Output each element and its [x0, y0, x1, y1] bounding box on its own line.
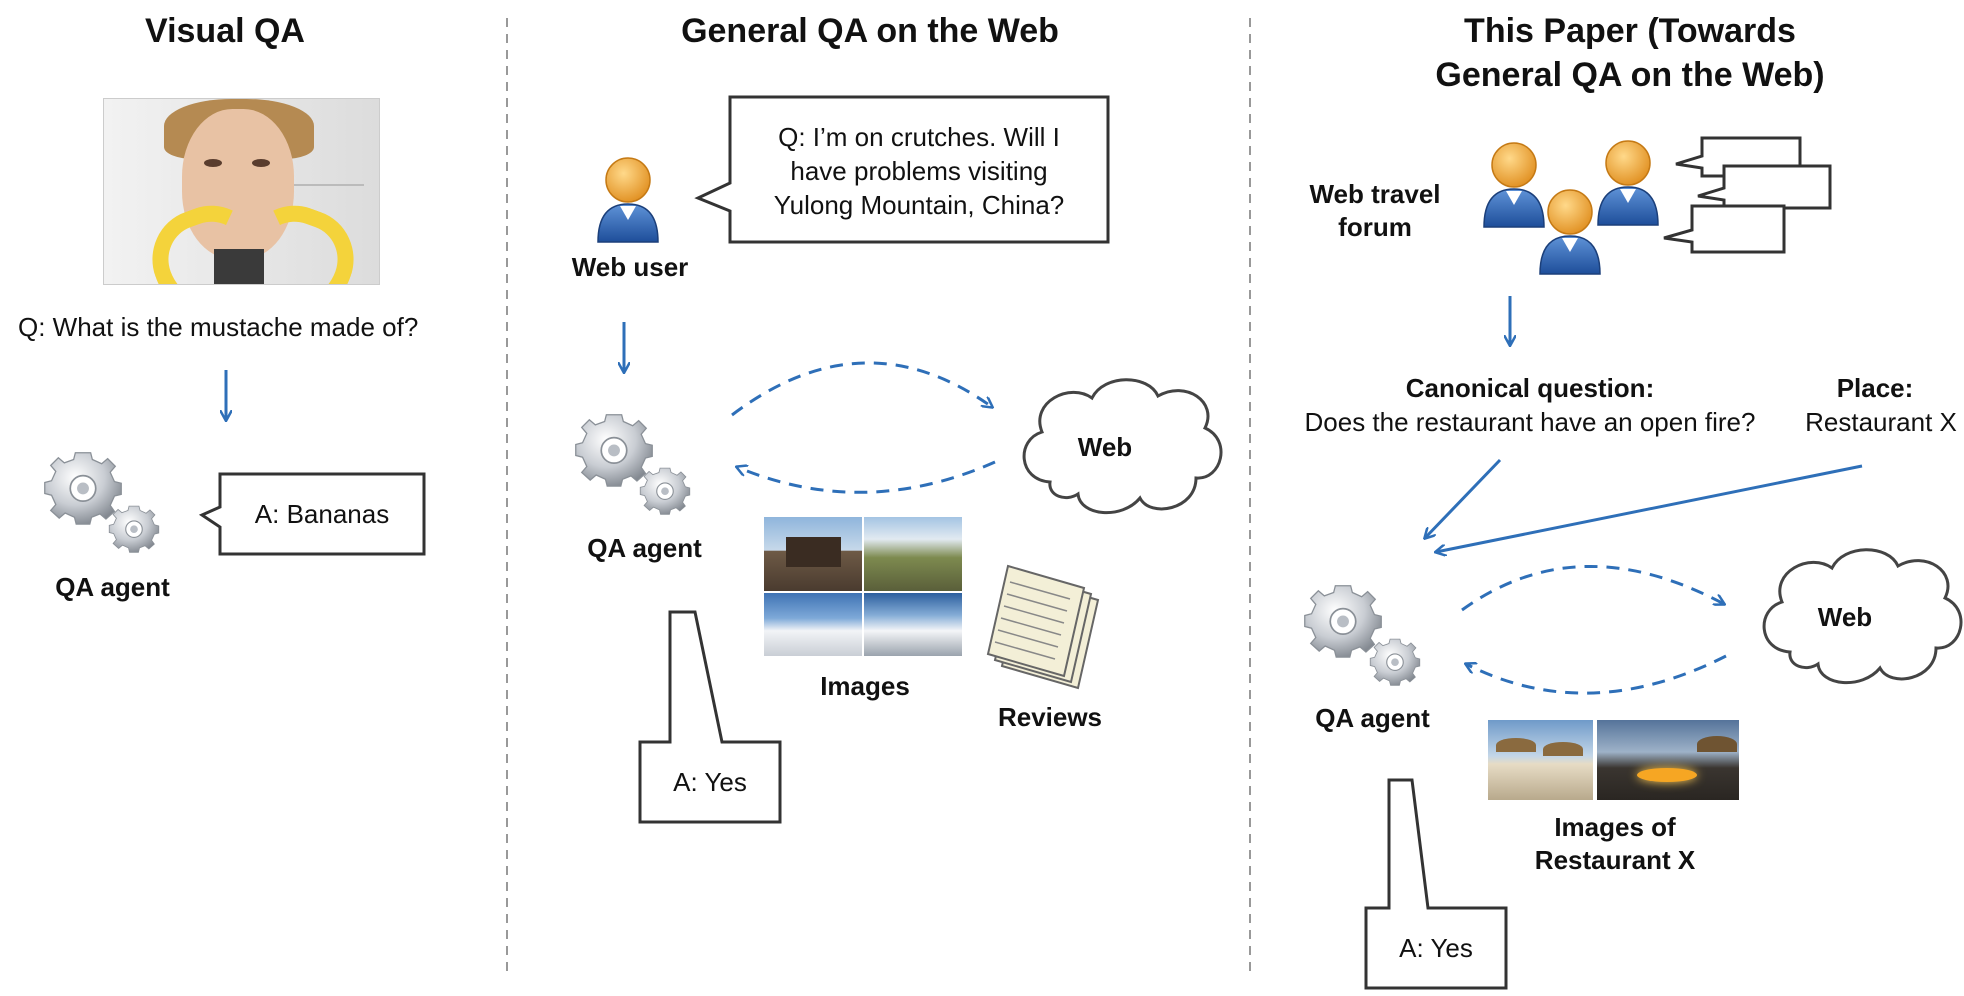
question-line: Q: I’m on crutches. Will I — [778, 122, 1060, 152]
gears-icon — [43, 451, 160, 553]
forum-label: Web travel — [1309, 179, 1441, 209]
documents-icon — [986, 564, 1100, 690]
cloud-icon — [1762, 548, 1963, 684]
reviews-label: Reviews — [997, 702, 1103, 732]
answer-text: A: Yes — [673, 767, 747, 797]
panel-title: This Paper (Towards — [1464, 12, 1796, 50]
dashed-arrow-from-web — [737, 460, 996, 494]
agent-label: QA agent — [587, 533, 702, 563]
images-label: Images of — [1554, 812, 1676, 842]
speech-bubble-icon — [198, 472, 426, 556]
agent-label: QA agent — [55, 572, 170, 602]
cloud-icon — [1022, 378, 1223, 514]
arrow-question-to-agent — [1425, 458, 1502, 538]
photo-icon — [864, 593, 962, 656]
place-heading: Place: — [1836, 373, 1914, 403]
chat-stack-icon — [1663, 136, 1832, 254]
gears-icon — [1303, 584, 1421, 686]
person-icon — [1483, 140, 1659, 275]
speech-bubble-icon — [638, 610, 782, 824]
answer-text: A: Yes — [1399, 933, 1473, 963]
photo-icon — [103, 98, 380, 285]
dashed-arrow-to-web — [731, 361, 992, 417]
panel-title: General QA on the Web — [681, 12, 1059, 50]
canonical-question-heading: Canonical question: — [1405, 373, 1655, 403]
dashed-arrow-to-web — [1461, 565, 1724, 612]
cloud-label: Web — [1077, 432, 1133, 462]
photo-icon — [764, 517, 862, 591]
images-label: Restaurant X — [1534, 845, 1696, 875]
speech-bubble-icon — [694, 95, 1110, 244]
panel-title: General QA on the Web) — [1435, 56, 1825, 94]
panel-title: Visual QA — [145, 12, 305, 50]
arrow-place-to-agent — [1436, 464, 1863, 552]
dashed-arrow-from-web — [1466, 654, 1727, 695]
agent-label: QA agent — [1315, 703, 1430, 733]
answer-text: A: Bananas — [254, 499, 390, 529]
images-label: Images — [820, 671, 910, 701]
place-text: Restaurant X — [1805, 407, 1957, 437]
question-line: have problems visiting — [790, 156, 1048, 186]
person-icon — [597, 157, 659, 243]
gears-icon — [574, 413, 691, 515]
cloud-label: Web — [1817, 602, 1873, 632]
canonical-question-text: Does the restaurant have an open fire? — [1304, 407, 1756, 437]
question-text: Q: What is the mustache made of? — [18, 312, 419, 342]
user-label: Web user — [571, 252, 689, 282]
forum-label: forum — [1338, 212, 1412, 242]
photo-icon — [864, 517, 962, 591]
question-line: Yulong Mountain, China? — [773, 190, 1065, 220]
photo-icon — [764, 593, 862, 656]
photo-icon — [1597, 720, 1739, 800]
speech-bubble-icon — [1364, 778, 1508, 990]
photo-icon — [1488, 720, 1593, 800]
